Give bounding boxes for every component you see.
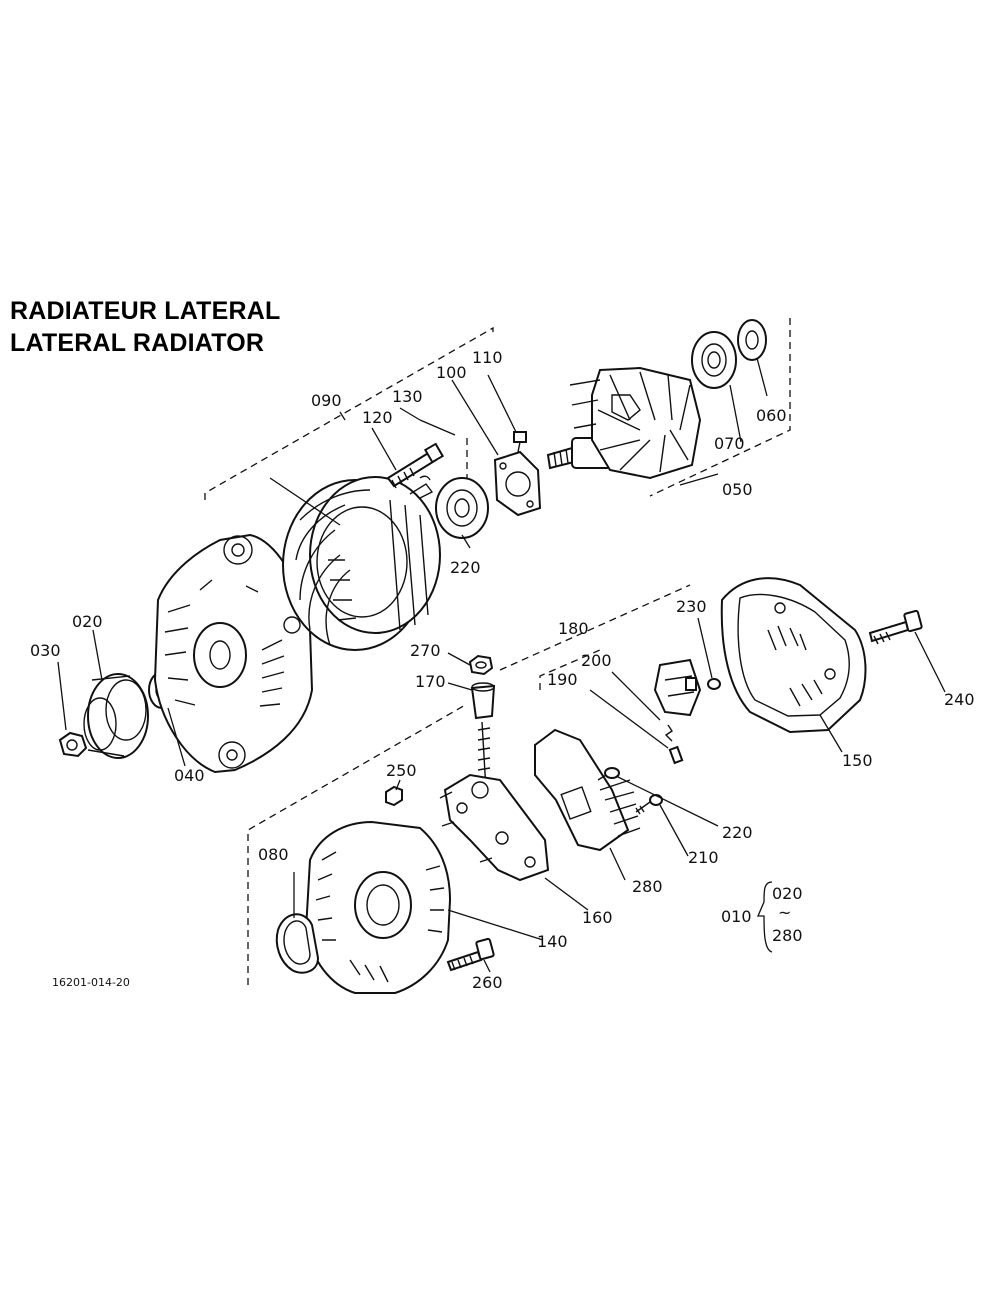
drawing-number: 16201-014-20 bbox=[52, 976, 130, 989]
brush-190 bbox=[668, 745, 684, 765]
rotor-050 bbox=[546, 366, 702, 480]
bearing-220-upper bbox=[435, 477, 489, 539]
callout-180: 180 bbox=[558, 619, 589, 638]
callout-070: 070 bbox=[714, 434, 745, 453]
nut-250 bbox=[385, 785, 403, 807]
spring-200 bbox=[664, 724, 673, 742]
callout-140: 140 bbox=[537, 932, 568, 951]
callout-230: 230 bbox=[676, 597, 707, 616]
callout-200: 200 bbox=[581, 651, 612, 670]
bolt-260 bbox=[446, 937, 495, 972]
callout-010: 010 bbox=[721, 907, 752, 926]
front-frame bbox=[153, 533, 314, 774]
callout-270: 270 bbox=[410, 641, 441, 660]
callout-060: 060 bbox=[756, 406, 787, 425]
callout-250: 250 bbox=[386, 761, 417, 780]
callout-260: 260 bbox=[472, 973, 503, 992]
clip-130 bbox=[409, 475, 434, 499]
screw-230 bbox=[707, 678, 721, 690]
callout-280: 280 bbox=[632, 877, 663, 896]
callout-020: 020 bbox=[72, 612, 103, 631]
screw-210 bbox=[635, 794, 663, 815]
callout-090: 090 bbox=[311, 391, 342, 410]
pulley-020 bbox=[83, 673, 149, 759]
leader-lines bbox=[57, 357, 946, 973]
screw-220-lower bbox=[597, 767, 620, 781]
nut-030 bbox=[58, 731, 88, 758]
callout-190: 190 bbox=[547, 670, 578, 689]
callout-050: 050 bbox=[722, 480, 753, 499]
screw-110 bbox=[513, 431, 527, 453]
callout-150: 150 bbox=[842, 751, 873, 770]
washer-060 bbox=[737, 319, 767, 361]
callout-210: 210 bbox=[688, 848, 719, 867]
callout-100: 100 bbox=[436, 363, 467, 382]
callout-110: 110 bbox=[472, 348, 503, 367]
brush-holder-180 bbox=[653, 658, 702, 717]
range-to: 280 bbox=[772, 926, 803, 945]
retainer-plate-100 bbox=[493, 450, 542, 517]
rear-frame-140 bbox=[304, 820, 452, 994]
stator-090 bbox=[282, 476, 441, 651]
gasket-080 bbox=[275, 913, 320, 974]
callout-220-upper: 220 bbox=[450, 558, 481, 577]
callout-130: 130 bbox=[392, 387, 423, 406]
regulator-280 bbox=[534, 728, 641, 852]
title-english: LATERAL RADIATOR bbox=[10, 329, 265, 357]
callout-240: 240 bbox=[944, 690, 975, 709]
rectifier-160 bbox=[439, 773, 550, 882]
callout-220-lower: 220 bbox=[722, 823, 753, 842]
stud-120 bbox=[386, 442, 445, 489]
group-boundaries bbox=[204, 318, 791, 985]
callout-120: 120 bbox=[362, 408, 393, 427]
callout-040: 040 bbox=[174, 766, 205, 785]
nut-270 bbox=[468, 654, 494, 676]
bearing-070 bbox=[691, 331, 737, 389]
insulator-170 bbox=[470, 682, 496, 720]
callout-080: 080 bbox=[258, 845, 289, 864]
callout-170: 170 bbox=[415, 672, 446, 691]
title-french: RADIATEUR LATERAL bbox=[10, 297, 281, 325]
rear-cover-150 bbox=[720, 577, 867, 734]
range-tilde: ~ bbox=[778, 903, 791, 922]
callout-160: 160 bbox=[582, 908, 613, 927]
callout-030: 030 bbox=[30, 641, 61, 660]
through-bolt-240 bbox=[868, 609, 923, 645]
range-from: 020 bbox=[772, 884, 803, 903]
callout-labels: 090 130 120 100 110 220 070 060 050 020 … bbox=[30, 348, 975, 992]
